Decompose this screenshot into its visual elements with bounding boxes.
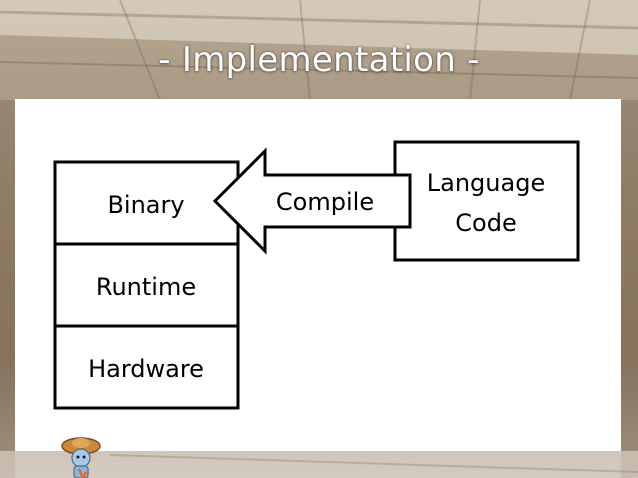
compile-label: Compile [276,188,374,216]
runtime-label: Runtime [96,273,196,301]
cartoon-mascot-icon [61,437,101,478]
implementation-diagram: Binary Runtime Hardware Language Code Co… [53,140,580,410]
diagram-panel: Binary Runtime Hardware Language Code Co… [15,99,621,451]
slide-title: - Implementation - [158,40,480,80]
hardware-box [53,324,240,410]
stack: Binary Runtime Hardware [53,160,240,410]
language-label: Language [427,169,545,197]
compile-arrow-shape [212,147,412,255]
source: Language Code [393,140,580,262]
hardware-label: Hardware [88,355,204,383]
binary-label: Binary [107,191,184,219]
language-code-box [393,140,580,262]
binary-box [53,160,240,246]
code-label: Code [455,209,516,237]
compile-arrow: Compile [212,147,412,255]
